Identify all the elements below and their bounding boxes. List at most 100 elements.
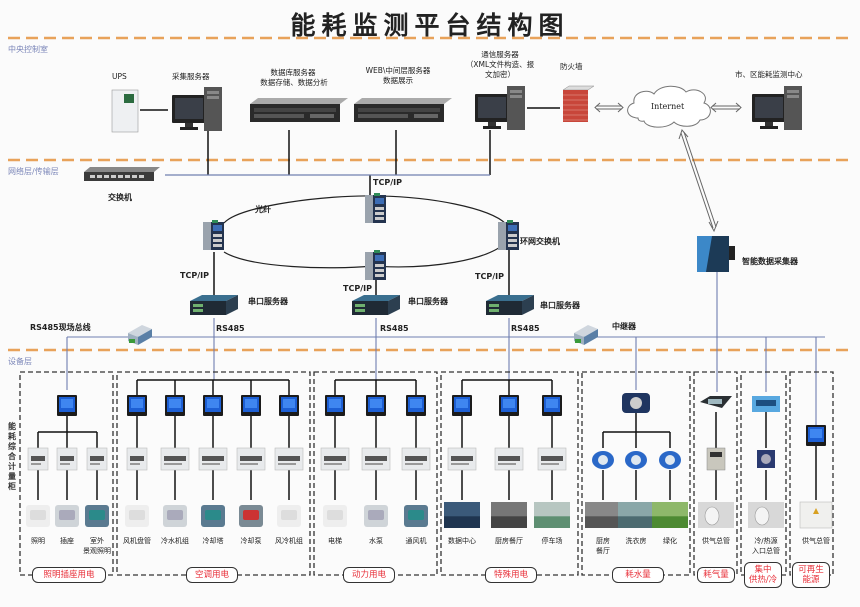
category-label: 可再生 能源 xyxy=(792,562,830,588)
city-center-label: 市、区能耗监测中心 xyxy=(735,70,803,79)
serial-server-label-3: 串口服务器 xyxy=(540,301,580,310)
multifunction-meter-icon xyxy=(452,395,472,416)
energy-meter-icon xyxy=(126,447,148,471)
equipment-icon xyxy=(55,505,79,527)
comm-server-icon xyxy=(475,86,525,130)
category-label: 动力用电 xyxy=(343,567,395,583)
device-group-3 xyxy=(461,379,553,500)
energy-meter-icon xyxy=(160,447,190,471)
equipment-icons xyxy=(26,85,833,529)
multifunction-meter-icon xyxy=(366,395,386,416)
rs485-label-2: RS485 xyxy=(380,324,409,333)
rs485-bus-label: RS485现场总线 xyxy=(30,323,91,332)
device-layer-drawing xyxy=(37,379,817,500)
web-server-label-2: 数据展示 xyxy=(383,76,413,85)
switch-icon xyxy=(84,167,160,181)
multifunction-meter-icon xyxy=(406,395,426,416)
tcpip-label-mid: TCP/IP xyxy=(343,284,372,293)
box-lighting xyxy=(19,371,114,576)
device-label: 冷水机组 xyxy=(161,537,189,545)
device-label: 通风机 xyxy=(405,537,427,545)
equipment-icon xyxy=(364,505,388,527)
ring-switch-icon-left xyxy=(203,220,224,250)
rs485-bus xyxy=(66,272,825,425)
db-server-icon xyxy=(250,98,348,122)
equipment-icon xyxy=(85,505,109,527)
water-meter-icon xyxy=(659,451,681,469)
facility-photo-icon xyxy=(534,502,570,528)
device-label: 水泵 xyxy=(369,537,383,545)
equipment-icon xyxy=(201,505,225,527)
multifunction-meter-icon xyxy=(165,395,185,416)
pipe-icon xyxy=(748,502,784,528)
energy-meter-icon xyxy=(236,447,266,471)
category-label: 耗水量 xyxy=(612,567,664,583)
ups-icon xyxy=(111,89,139,133)
facility-photo-icon xyxy=(618,502,654,528)
repeater-label: 中继器 xyxy=(612,322,636,331)
layer-label-central: 中央控制室 xyxy=(8,45,48,54)
device-label: 供气总管 xyxy=(802,537,830,545)
water-meter-icon xyxy=(625,451,647,469)
ring-switch-label: 环网交换机 xyxy=(520,237,560,246)
category-label: 空调用电 xyxy=(186,567,238,583)
equipment-icon xyxy=(404,505,428,527)
serial-server-label-1: 串口服务器 xyxy=(248,297,288,306)
renewable-meter-icon xyxy=(806,425,826,446)
layer-label-network: 网络层/传输层 xyxy=(8,167,59,176)
tcpip-links xyxy=(213,250,510,296)
box-heating xyxy=(740,371,787,576)
equipment-icon xyxy=(239,505,263,527)
energy-meter-icon xyxy=(494,447,524,471)
device-group-0 xyxy=(37,416,98,500)
city-center-computer-icon xyxy=(752,86,802,130)
device-label: 风冷机组 xyxy=(275,537,303,545)
energy-meter-icon xyxy=(86,447,108,471)
firewall-label: 防火墙 xyxy=(560,62,583,71)
device-label: 供气总管 xyxy=(702,537,730,545)
device-label: 室外 景观照明 xyxy=(83,537,111,555)
energy-meter-icon xyxy=(320,447,350,471)
ring-switch-icon-right xyxy=(498,220,519,250)
multifunction-meter-icon xyxy=(279,395,299,416)
category-label: 集中 供热/冷 xyxy=(744,562,782,588)
facility-photo-icon xyxy=(652,502,688,528)
core-switch-icon xyxy=(365,193,386,223)
heat-collector-icon xyxy=(752,396,780,412)
distribution-box-icon xyxy=(799,501,833,529)
tcpip-label-top: TCP/IP xyxy=(373,178,402,187)
internet-label: Internet xyxy=(651,102,685,111)
main-water-meter-icon xyxy=(622,393,650,413)
internet-cloud-icon xyxy=(627,85,711,128)
energy-meter-icon xyxy=(401,447,431,471)
serial-server-icon-1 xyxy=(190,295,238,315)
gas-collector-icon xyxy=(700,396,732,408)
collect-server-icon xyxy=(172,87,222,131)
energy-meter-icon xyxy=(27,447,49,471)
smart-collector-label: 智能数据采集器 xyxy=(742,257,798,266)
equipment-icon xyxy=(26,505,50,527)
serial-server-label-2: 串口服务器 xyxy=(408,297,448,306)
device-label: 数据中心 xyxy=(448,537,476,545)
device-label: 厨房 餐厅 xyxy=(596,537,610,555)
device-label: 电梯 xyxy=(328,537,342,545)
ups-label: UPS xyxy=(112,72,127,81)
energy-meter-icon xyxy=(447,447,477,471)
db-server-label-2: 数据存储、数据分析 xyxy=(260,78,328,87)
tcpip-label-right: TCP/IP xyxy=(475,272,504,281)
multifunction-meter-icon xyxy=(499,395,519,416)
multifunction-meter-icon xyxy=(325,395,345,416)
device-group-1 xyxy=(136,379,290,500)
web-server-label-1: WEB\中间层服务器 xyxy=(365,66,431,75)
tcpip-label-left: TCP/IP xyxy=(180,271,209,280)
firewall-icon xyxy=(562,85,595,122)
serial-server-icon-3 xyxy=(486,295,534,315)
category-label: 特殊用电 xyxy=(485,567,537,583)
equipment-icon xyxy=(125,505,149,527)
device-label: 厨房餐厅 xyxy=(495,537,523,545)
facility-photo-icon xyxy=(585,502,621,528)
collect-server-label: 采集服务器 xyxy=(172,72,210,81)
energy-meter-icon xyxy=(274,447,304,471)
repeater-icon xyxy=(574,325,598,345)
